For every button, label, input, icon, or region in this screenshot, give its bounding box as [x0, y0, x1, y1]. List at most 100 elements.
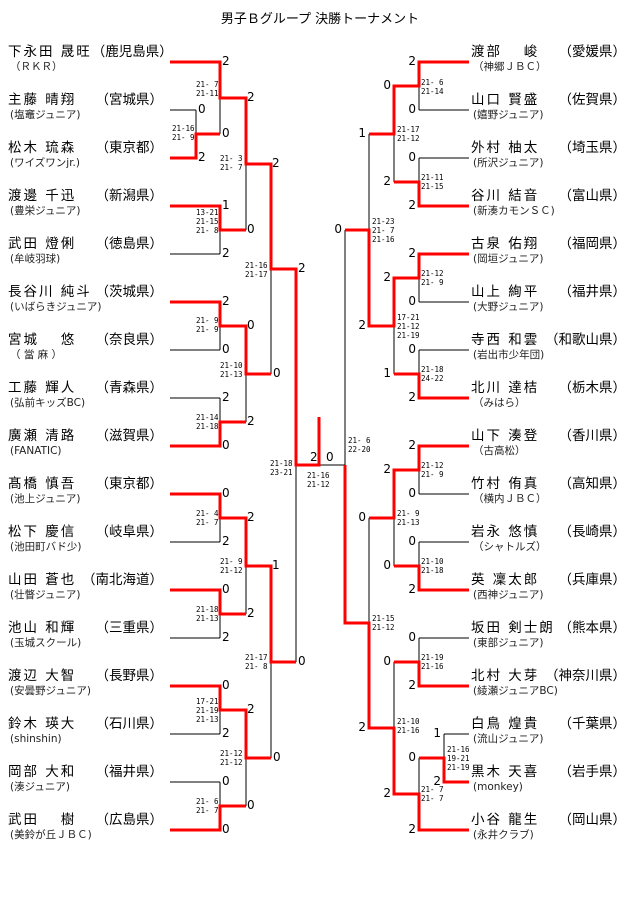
set-count: 2: [408, 582, 416, 596]
player-name: 山上 絢平: [471, 284, 540, 300]
player-entry: 白鳥 煌貴（千葉県）(流山ジュニア): [471, 716, 626, 746]
player-name-row: 白鳥 煌貴（千葉県）: [471, 716, 626, 732]
set-count: 2: [222, 726, 230, 740]
player-name-row: 谷川 結音（富山県）: [471, 188, 626, 204]
player-club: （シャトルズ）: [473, 541, 547, 553]
player-name: 髙橋 慎吾: [8, 476, 77, 492]
set-count: 2: [272, 156, 280, 170]
player-name: 外村 柚太: [471, 140, 540, 156]
set-count: 0: [222, 486, 230, 500]
match-score: 21-10 21-16: [397, 717, 420, 735]
player-entry: 竹村 侑真（高知県）（横内ＪＢＣ）: [471, 476, 626, 506]
match-score: 21- 4 21- 7: [196, 509, 219, 527]
player-name: 竹村 侑真: [471, 476, 540, 492]
set-count: 0: [247, 318, 255, 332]
player-club: （ 當 麻 ）: [10, 349, 63, 361]
set-count: 0: [358, 510, 366, 524]
player-club: (弘前キッズBC): [10, 397, 86, 409]
set-count: 2: [408, 54, 416, 68]
match-score: 21-11 21-15: [421, 173, 444, 191]
set-count: 2: [383, 270, 391, 284]
player-name: 廣瀬 清路: [8, 428, 77, 444]
match-score: 21-16 19-21 21-19: [447, 744, 470, 772]
player-name-row: 外村 柚太（埼玉県）: [471, 140, 626, 156]
player-prefecture: （宮城県）: [95, 92, 164, 108]
player-entry: 髙橋 慎吾（東京都）(池上ジュニア): [8, 476, 163, 506]
player-name: 谷川 結音: [471, 188, 540, 204]
player-club: (池上ジュニア): [10, 493, 81, 505]
player-entry: 渡辺 大智（長野県）(安曇野ジュニア): [8, 668, 163, 698]
player-club: (岩出市少年団): [473, 349, 545, 361]
set-count: 0: [273, 750, 281, 764]
player-name-row: 北川 達桔（栃木県）: [471, 380, 626, 396]
player-club: (永井クラブ): [473, 829, 534, 841]
set-count: 2: [247, 606, 255, 620]
player-name-row: 渡邊 千迅（新潟県）: [8, 188, 163, 204]
match-score: 17-21 21-19 21-13: [196, 696, 219, 724]
player-entry: 山口 賢盛 （佐賀県） (嬉野ジュニア): [471, 92, 626, 122]
player-name-row: 岡部 大和（福井県）: [8, 764, 163, 780]
player-name: 山口 賢盛: [471, 92, 540, 108]
player-club: (所沢ジュニア): [473, 157, 544, 169]
player-entry: 主藤 晴翔（宮城県）(塩竈ジュニア): [8, 92, 163, 122]
player-prefecture: （兵庫県）: [558, 572, 627, 588]
player-name-row: 渡辺 大智（長野県）: [8, 668, 163, 684]
match-score: 21-10 21-18: [421, 557, 444, 575]
player-entry: 英 凜太郎（兵庫県）(西神ジュニア): [471, 572, 626, 602]
player-name-row: 長谷川 純斗（茨城県）: [8, 284, 163, 300]
player-entry: 古泉 佑翔（福岡県）(岡垣ジュニア): [471, 236, 626, 266]
player-prefecture: （栃木県）: [558, 380, 627, 396]
player-name: 渡部 峻: [471, 44, 540, 60]
set-count: 0: [247, 222, 255, 236]
match-score: 21-12 21- 9: [421, 461, 444, 479]
player-prefecture: （石川県）: [95, 716, 164, 732]
set-count: 0: [222, 582, 230, 596]
player-club: (嬉野ジュニア): [473, 109, 544, 121]
set-count: 0: [408, 750, 416, 764]
player-name: 小谷 龍生: [471, 812, 540, 828]
player-prefecture: （和歌山県）: [545, 332, 626, 348]
match-score: 21- 9 21-13: [397, 509, 420, 527]
player-club: (いばらきジュニア): [10, 301, 102, 313]
player-entry: 山上 絢平（福井県）(大野ジュニア): [471, 284, 626, 314]
player-entry: 小谷 龍生（岡山県）(永井クラブ): [471, 812, 626, 842]
player-entry: 寺西 和雲（和歌山県）(岩出市少年団): [471, 332, 626, 362]
set-count: 0: [408, 534, 416, 548]
player-name-row: 池山 和輝（三重県）: [8, 620, 163, 636]
match-score: 21-10 21-13: [220, 361, 243, 379]
player-name-row: 宮城 悠（奈良県）: [8, 332, 163, 348]
player-prefecture: （高知県）: [558, 476, 627, 492]
player-prefecture: （広島県）: [95, 812, 164, 828]
match-score: 21-16 21-17: [245, 261, 268, 279]
set-count: 2: [408, 246, 416, 260]
player-club: （神郷ＪＢＣ）: [473, 61, 547, 73]
set-count: 0: [222, 126, 230, 140]
player-entry: 武田 樹（広島県）(美鈴が丘ＪＢＣ): [8, 812, 163, 842]
set-count: 0: [222, 342, 230, 356]
set-count: 2: [222, 390, 230, 404]
player-club: （古高松）: [473, 445, 526, 457]
player-prefecture: （香川県）: [558, 428, 627, 444]
player-name-row: 武田 燈俐（徳島県）: [8, 236, 163, 252]
set-count: 0: [408, 630, 416, 644]
player-prefecture: （岩手県）: [558, 764, 627, 780]
set-count: 1: [222, 198, 230, 212]
match-score: 21-18 21-13: [196, 605, 219, 623]
player-entry: 渡部 峻（愛媛県）（神郷ＪＢＣ）: [471, 44, 626, 74]
set-count: 2: [383, 462, 391, 476]
player-name-row: 北村 大芽（神奈川県）: [471, 668, 626, 684]
match-score: 21- 7 21-11: [196, 80, 219, 98]
player-club: （みはら）: [473, 397, 526, 409]
set-count: 2: [383, 174, 391, 188]
player-prefecture: （佐賀県）: [558, 92, 627, 108]
player-prefecture: （福井県）: [95, 764, 164, 780]
player-name-row: 下永田 晟旺（鹿児島県）: [8, 44, 173, 60]
player-name-row: 渡部 峻（愛媛県）: [471, 44, 626, 60]
player-name-row: 寺西 和雲（和歌山県）: [471, 332, 626, 348]
player-name: 松木 琉森: [8, 140, 77, 156]
match-score: 21-17 21- 8: [245, 653, 268, 671]
set-count: 2: [408, 438, 416, 452]
set-count: 0: [273, 366, 281, 380]
player-name: 武田 燈俐: [8, 236, 77, 252]
player-name: 宮城 悠: [8, 332, 77, 348]
